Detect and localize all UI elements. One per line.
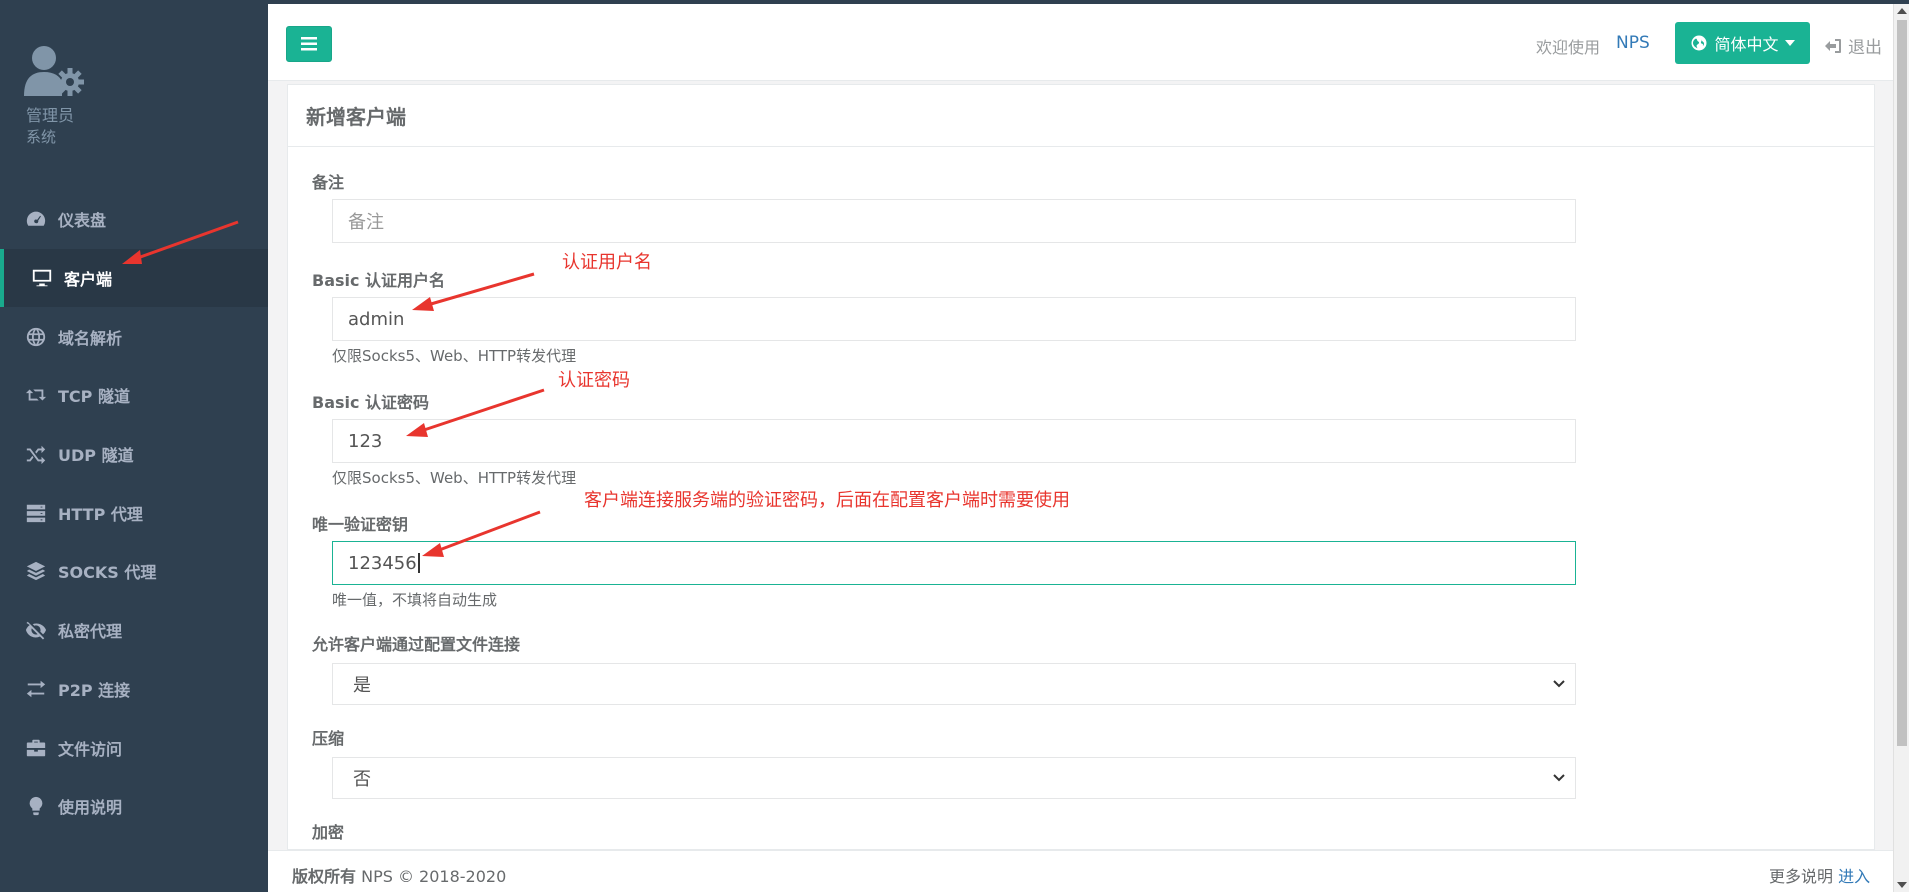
- sidebar-item-label: P2P 连接: [58, 680, 131, 700]
- menu-toggle-button[interactable]: [286, 26, 332, 62]
- sidebar-item-tcp[interactable]: TCP 隧道: [0, 366, 268, 425]
- sidebar-item-label: 私密代理: [58, 622, 123, 642]
- sidebar-item-help[interactable]: 使用说明: [0, 777, 268, 836]
- lightbulb-icon: [24, 794, 48, 818]
- scroll-up-arrow[interactable]: [1897, 8, 1907, 14]
- user-name[interactable]: 管理员: [26, 106, 75, 125]
- panel-title: 新增客户端: [288, 85, 1874, 147]
- sidebar-item-label: UDP 隧道: [58, 446, 134, 466]
- sidebar: 管理员 系统 仪表盘 客户端 域名解析 TCP 隧道 UDP 隧道 HTTP 代…: [0, 4, 268, 892]
- sidebar-item-clients[interactable]: 客户端: [0, 248, 268, 308]
- add-client-panel: 新增客户端 备注 备注 Basic 认证用户名 admin 仅限Socks5、W…: [287, 84, 1875, 850]
- retweet-icon: [24, 383, 48, 407]
- config-conn-select[interactable]: 是: [332, 663, 1576, 705]
- remark-input[interactable]: 备注: [332, 199, 1576, 243]
- briefcase-icon: [24, 736, 48, 760]
- more-info: 更多说明 进入: [1769, 863, 1870, 887]
- sidebar-item-udp[interactable]: UDP 隧道: [0, 425, 268, 484]
- sidebar-item-label: SOCKS 代理: [58, 563, 157, 583]
- random-icon: [24, 442, 48, 466]
- language-dropdown-button[interactable]: 简体中文: [1675, 22, 1810, 64]
- basic-pass-input[interactable]: 123: [332, 419, 1576, 463]
- sidebar-item-label: 文件访问: [58, 739, 123, 759]
- exchange-icon: [24, 677, 48, 701]
- top-strip: [0, 0, 1909, 4]
- caret-down-icon: [1784, 40, 1795, 46]
- sidebar-nav: 仪表盘 客户端 域名解析 TCP 隧道 UDP 隧道 HTTP 代理 SOCKS…: [0, 190, 268, 836]
- compress-select[interactable]: 否: [332, 757, 1576, 799]
- copyright-text: NPS © 2018-2020: [361, 867, 507, 886]
- sidebar-item-file[interactable]: 文件访问: [0, 718, 268, 777]
- more-link[interactable]: 进入: [1838, 867, 1871, 886]
- annotation-user: 认证用户名: [562, 252, 652, 273]
- user-role: 系统: [26, 128, 57, 146]
- copyright: 版权所有 NPS © 2018-2020: [292, 863, 506, 887]
- vkey-hint: 唯一值，不填将自动生成: [332, 591, 498, 609]
- user-gear-icon: [24, 46, 84, 96]
- crypt-label: 加密: [312, 823, 345, 842]
- logout-label: 退出: [1848, 38, 1882, 58]
- eye-slash-icon: [24, 618, 48, 642]
- brand-link[interactable]: NPS: [1616, 33, 1650, 53]
- basic-user-input[interactable]: admin: [332, 297, 1576, 341]
- copyright-label: 版权所有: [292, 867, 357, 886]
- language-label: 简体中文: [1714, 35, 1779, 54]
- footer: 版权所有 NPS © 2018-2020 更多说明 进入: [268, 850, 1893, 892]
- config-conn-label: 允许客户端通过配置文件连接: [312, 635, 521, 654]
- chevron-down-icon: [1553, 680, 1565, 688]
- sign-out-icon: [1825, 38, 1841, 53]
- sidebar-item-p2p[interactable]: P2P 连接: [0, 660, 268, 719]
- sidebar-item-label: 域名解析: [58, 328, 123, 348]
- chevron-down-icon: [1553, 774, 1565, 782]
- more-label: 更多说明: [1769, 867, 1834, 886]
- server-icon: [24, 501, 48, 525]
- sidebar-item-label: TCP 隧道: [58, 387, 130, 407]
- sidebar-item-dashboard[interactable]: 仪表盘: [0, 190, 268, 249]
- sidebar-item-socks[interactable]: SOCKS 代理: [0, 542, 268, 601]
- vertical-scrollbar[interactable]: [1893, 4, 1909, 892]
- top-navbar: 欢迎使用 NPS 简体中文 退出: [268, 4, 1909, 81]
- remark-label: 备注: [312, 173, 345, 192]
- sidebar-item-http[interactable]: HTTP 代理: [0, 483, 268, 542]
- sidebar-item-label: 客户端: [64, 270, 113, 290]
- basic-pass-label: Basic 认证密码: [312, 393, 430, 412]
- sidebar-item-label: 仪表盘: [58, 211, 107, 231]
- layers-icon: [24, 559, 48, 583]
- sidebar-item-domain[interactable]: 域名解析: [0, 307, 268, 366]
- desktop-icon: [30, 266, 54, 290]
- config-conn-value: 是: [353, 675, 371, 696]
- globe-icon: [24, 325, 48, 349]
- sidebar-item-label: 使用说明: [58, 798, 123, 818]
- dashboard-icon: [24, 207, 48, 231]
- basic-user-hint: 仅限Socks5、Web、HTTP转发代理: [332, 347, 577, 365]
- text-cursor: [417, 553, 420, 573]
- basic-pass-hint: 仅限Socks5、Web、HTTP转发代理: [332, 469, 577, 487]
- logout-link[interactable]: 退出: [1824, 33, 1882, 58]
- vkey-input[interactable]: 123456: [332, 541, 1576, 585]
- basic-user-label: Basic 认证用户名: [312, 271, 446, 290]
- sidebar-item-secret[interactable]: 私密代理: [0, 601, 268, 660]
- welcome-text: 欢迎使用: [1536, 38, 1601, 57]
- vkey-value: 123456: [348, 552, 417, 574]
- scroll-thumb[interactable]: [1897, 20, 1907, 746]
- compress-value: 否: [353, 769, 371, 790]
- annotation-pass: 认证密码: [558, 370, 630, 391]
- bars-icon: [301, 37, 317, 51]
- sidebar-item-label: HTTP 代理: [58, 504, 143, 524]
- scroll-down-arrow[interactable]: [1897, 882, 1907, 888]
- vkey-label: 唯一验证密钥: [312, 515, 409, 534]
- compress-label: 压缩: [312, 729, 345, 748]
- globe-icon: [1691, 35, 1707, 51]
- annotation-vkey: 客户端连接服务端的验证密码，后面在配置客户端时需要使用: [584, 490, 1070, 511]
